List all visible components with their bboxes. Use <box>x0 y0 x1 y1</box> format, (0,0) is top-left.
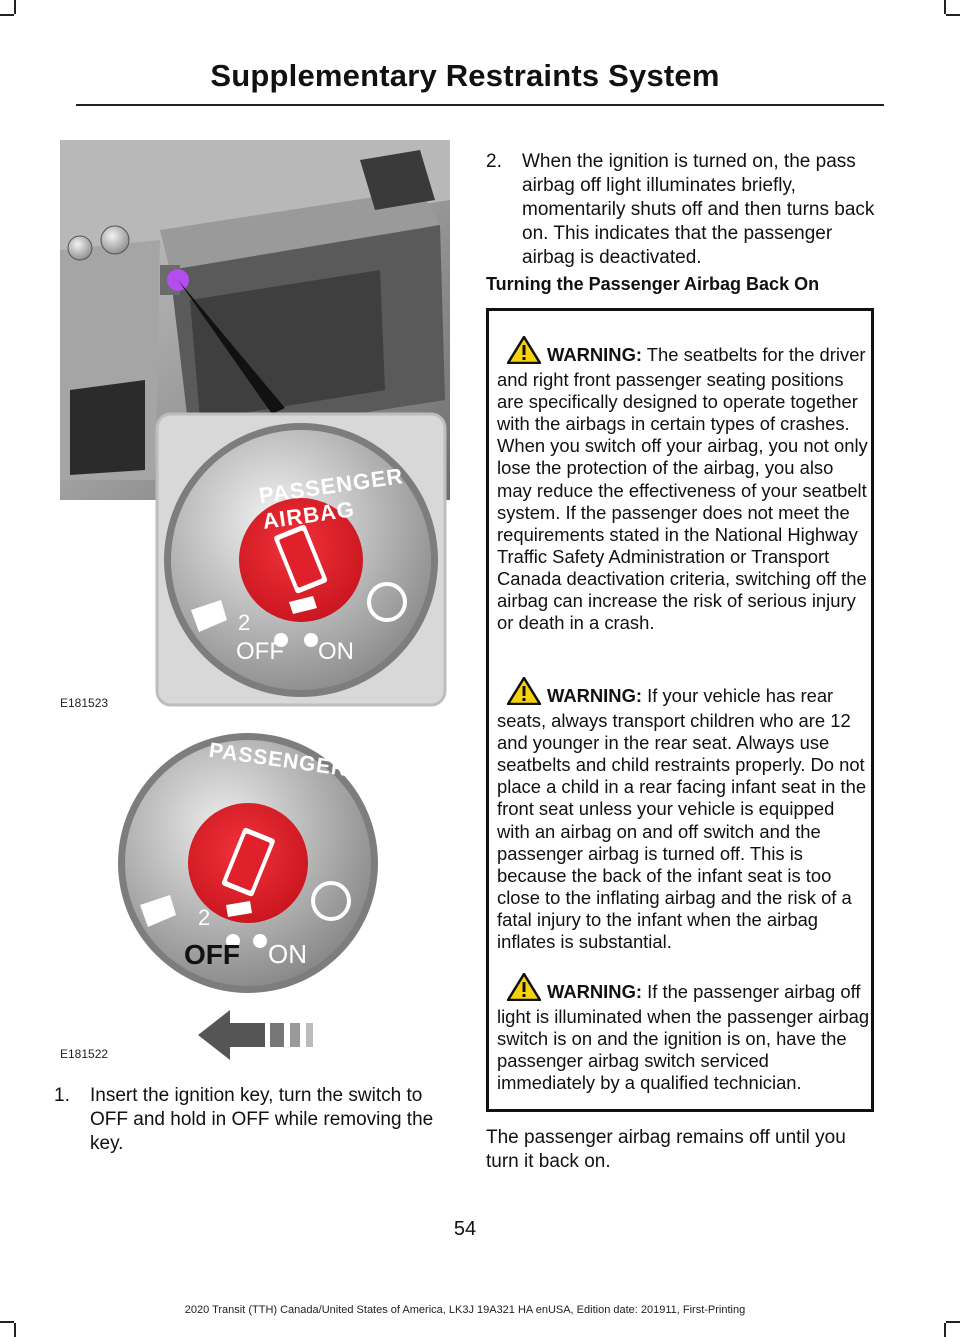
closing-paragraph: The passenger airbag remains off until y… <box>486 1127 846 1172</box>
warning-text: If your vehicle has rear seats, always t… <box>497 685 867 953</box>
crop-mark <box>946 1321 960 1323</box>
dashboard-illustration <box>60 140 450 707</box>
crop-mark <box>14 1323 16 1337</box>
page-title: Supplementary Restraints System <box>210 58 720 93</box>
step-number: 1. <box>54 1085 70 1106</box>
figure-switch-off: PASSENGER AIRBAG 2 OFF ON E181522 <box>60 725 450 1070</box>
arrow-left-icon <box>198 1010 265 1060</box>
page-number: 54 <box>453 1218 477 1240</box>
figure-code: E181523 <box>60 696 109 710</box>
page-footer: 2020 Transit (TTH) Canada/United States … <box>184 1304 746 1316</box>
warning-label: WARNING: <box>547 685 643 706</box>
crop-mark <box>946 14 960 16</box>
warning-item: WARNING: If your vehicle has rear seats,… <box>497 676 871 953</box>
warning-box <box>486 308 874 1112</box>
step-2: 2. When the ignition is turned on, the p… <box>486 150 886 270</box>
crop-mark <box>14 0 16 14</box>
warning-triangle-icon <box>506 676 542 710</box>
figure-code: E181522 <box>60 1047 109 1061</box>
switch-seat-number: 2 <box>238 610 251 635</box>
warning-item: WARNING: If the passenger airbag off lig… <box>497 972 871 1094</box>
figure-dashboard-switch: PASSENGER AIRBAG 2 OFF ON E181523 <box>60 140 450 720</box>
crop-mark <box>0 1321 14 1323</box>
crop-mark <box>944 1323 946 1337</box>
warning-text: The seatbelts for the driver and right f… <box>497 344 868 634</box>
warning-text: If the passenger airbag off light is ill… <box>497 981 870 1094</box>
switch-off-label: OFF <box>184 939 240 970</box>
step-number: 2. <box>486 151 502 172</box>
warning-label: WARNING: <box>547 981 643 1002</box>
switch-seat-number: 2 <box>198 905 211 930</box>
header-divider <box>76 104 884 106</box>
switch-on-label: ON <box>318 638 354 665</box>
warning-triangle-icon <box>506 335 542 369</box>
section-heading: Turning the Passenger Airbag Back On <box>486 274 820 294</box>
warning-item: WARNING: The seatbelts for the driver an… <box>497 335 871 634</box>
step-1: 1. Insert the ignition key, turn the swi… <box>54 1084 454 1156</box>
step-text: Insert the ignition key, turn the switch… <box>90 1085 434 1154</box>
switch-off-label: OFF <box>236 638 284 665</box>
crop-mark <box>944 0 946 14</box>
warning-label: WARNING: <box>547 344 643 365</box>
switch-on-label: ON <box>268 939 307 969</box>
switch-off-illustration <box>118 733 378 1060</box>
warning-triangle-icon <box>506 972 542 1006</box>
step-text: When the ignition is turned on, the pass… <box>522 151 875 268</box>
crop-mark <box>0 14 14 16</box>
